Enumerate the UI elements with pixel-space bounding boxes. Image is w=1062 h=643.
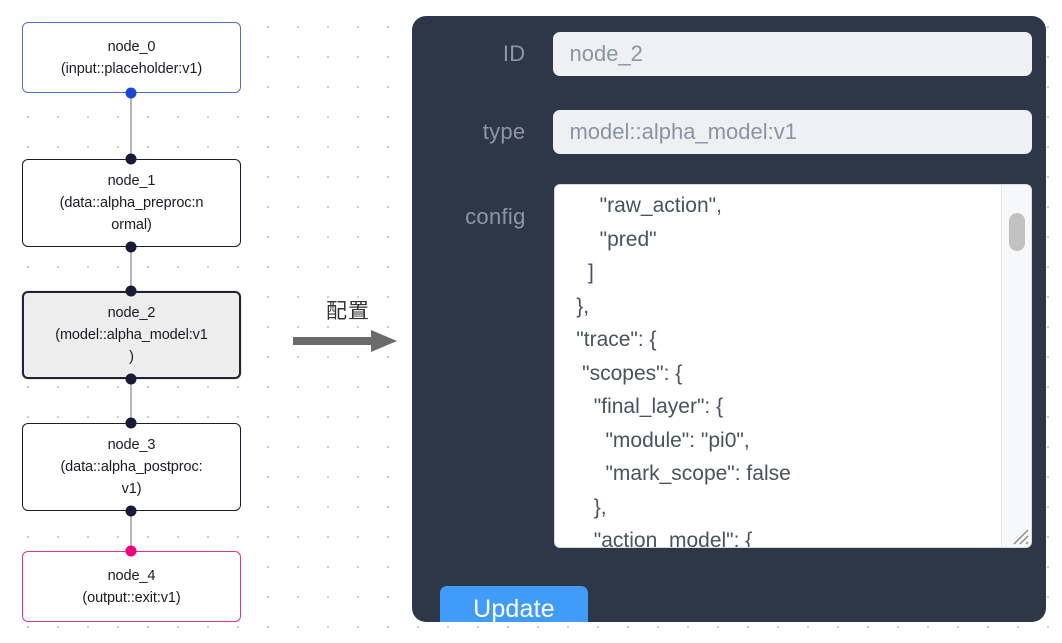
graph-node-label: node_1 (data::alpha_preproc:n ormal): [59, 173, 204, 233]
type-input[interactable]: [553, 110, 1032, 154]
node-config-panel: ID type config "raw_action", "pred" ] },…: [412, 16, 1046, 622]
annotation-label: 配置: [326, 299, 370, 323]
graph-node-node_4[interactable]: node_4 (output::exit:v1): [22, 551, 241, 622]
edge-node2-node3: [130, 379, 132, 423]
node-handle-target-node_1[interactable]: [125, 153, 137, 165]
edge-node3-node4: [130, 511, 132, 551]
type-field-label: type: [482, 119, 526, 144]
config-textarea[interactable]: "raw_action", "pred" ] }, "trace": { "sc…: [576, 194, 791, 547]
edge-node1-node2: [130, 247, 132, 291]
graph-node-label: node_2 (model::alpha_model:v1 ): [55, 305, 208, 365]
graph-node-node_2[interactable]: node_2 (model::alpha_model:v1 ): [22, 291, 241, 379]
node-handle-source-node_2[interactable]: [125, 373, 137, 385]
update-button[interactable]: Update: [440, 586, 588, 622]
config-field-label: config: [465, 204, 526, 229]
node-handle-target-node_2[interactable]: [125, 285, 137, 297]
graph-node-label: node_4 (output::exit:v1): [82, 567, 181, 606]
form-row-type: type: [428, 110, 1032, 154]
resize-handle-icon[interactable]: [1008, 524, 1030, 546]
form-row-id: ID: [428, 32, 1032, 76]
graph-node-node_0[interactable]: node_0 (input::placeholder:v1): [22, 22, 241, 93]
config-textarea-wrapper[interactable]: "raw_action", "pred" ] }, "trace": { "sc…: [553, 184, 1032, 548]
id-field-label: ID: [502, 41, 526, 66]
node-handle-source-node_1[interactable]: [125, 241, 137, 253]
graph-node-label: node_3 (data::alpha_postproc: v1): [60, 437, 203, 497]
graph-node-node_3[interactable]: node_3 (data::alpha_postproc: v1): [22, 423, 241, 511]
graph-node-node_1[interactable]: node_1 (data::alpha_preproc:n ormal): [22, 159, 241, 247]
config-scrollbar[interactable]: [1001, 185, 1031, 547]
node-handle-source-node_3[interactable]: [125, 505, 137, 517]
config-scrollbar-thumb[interactable]: [1009, 213, 1025, 251]
edge-node0-node1: [130, 93, 132, 159]
arrow-right-icon: [293, 330, 397, 352]
node-handle-target-node_4[interactable]: [125, 545, 137, 557]
id-input[interactable]: [553, 32, 1032, 76]
annotation-config-arrow: 配置: [293, 298, 403, 368]
node-handle-source-node_0[interactable]: [125, 87, 137, 99]
form-row-config: config "raw_action", "pred" ] }, "trace"…: [428, 184, 1032, 548]
graph-node-label: node_0 (input::placeholder:v1): [60, 38, 203, 77]
node-handle-target-node_3[interactable]: [125, 417, 137, 429]
